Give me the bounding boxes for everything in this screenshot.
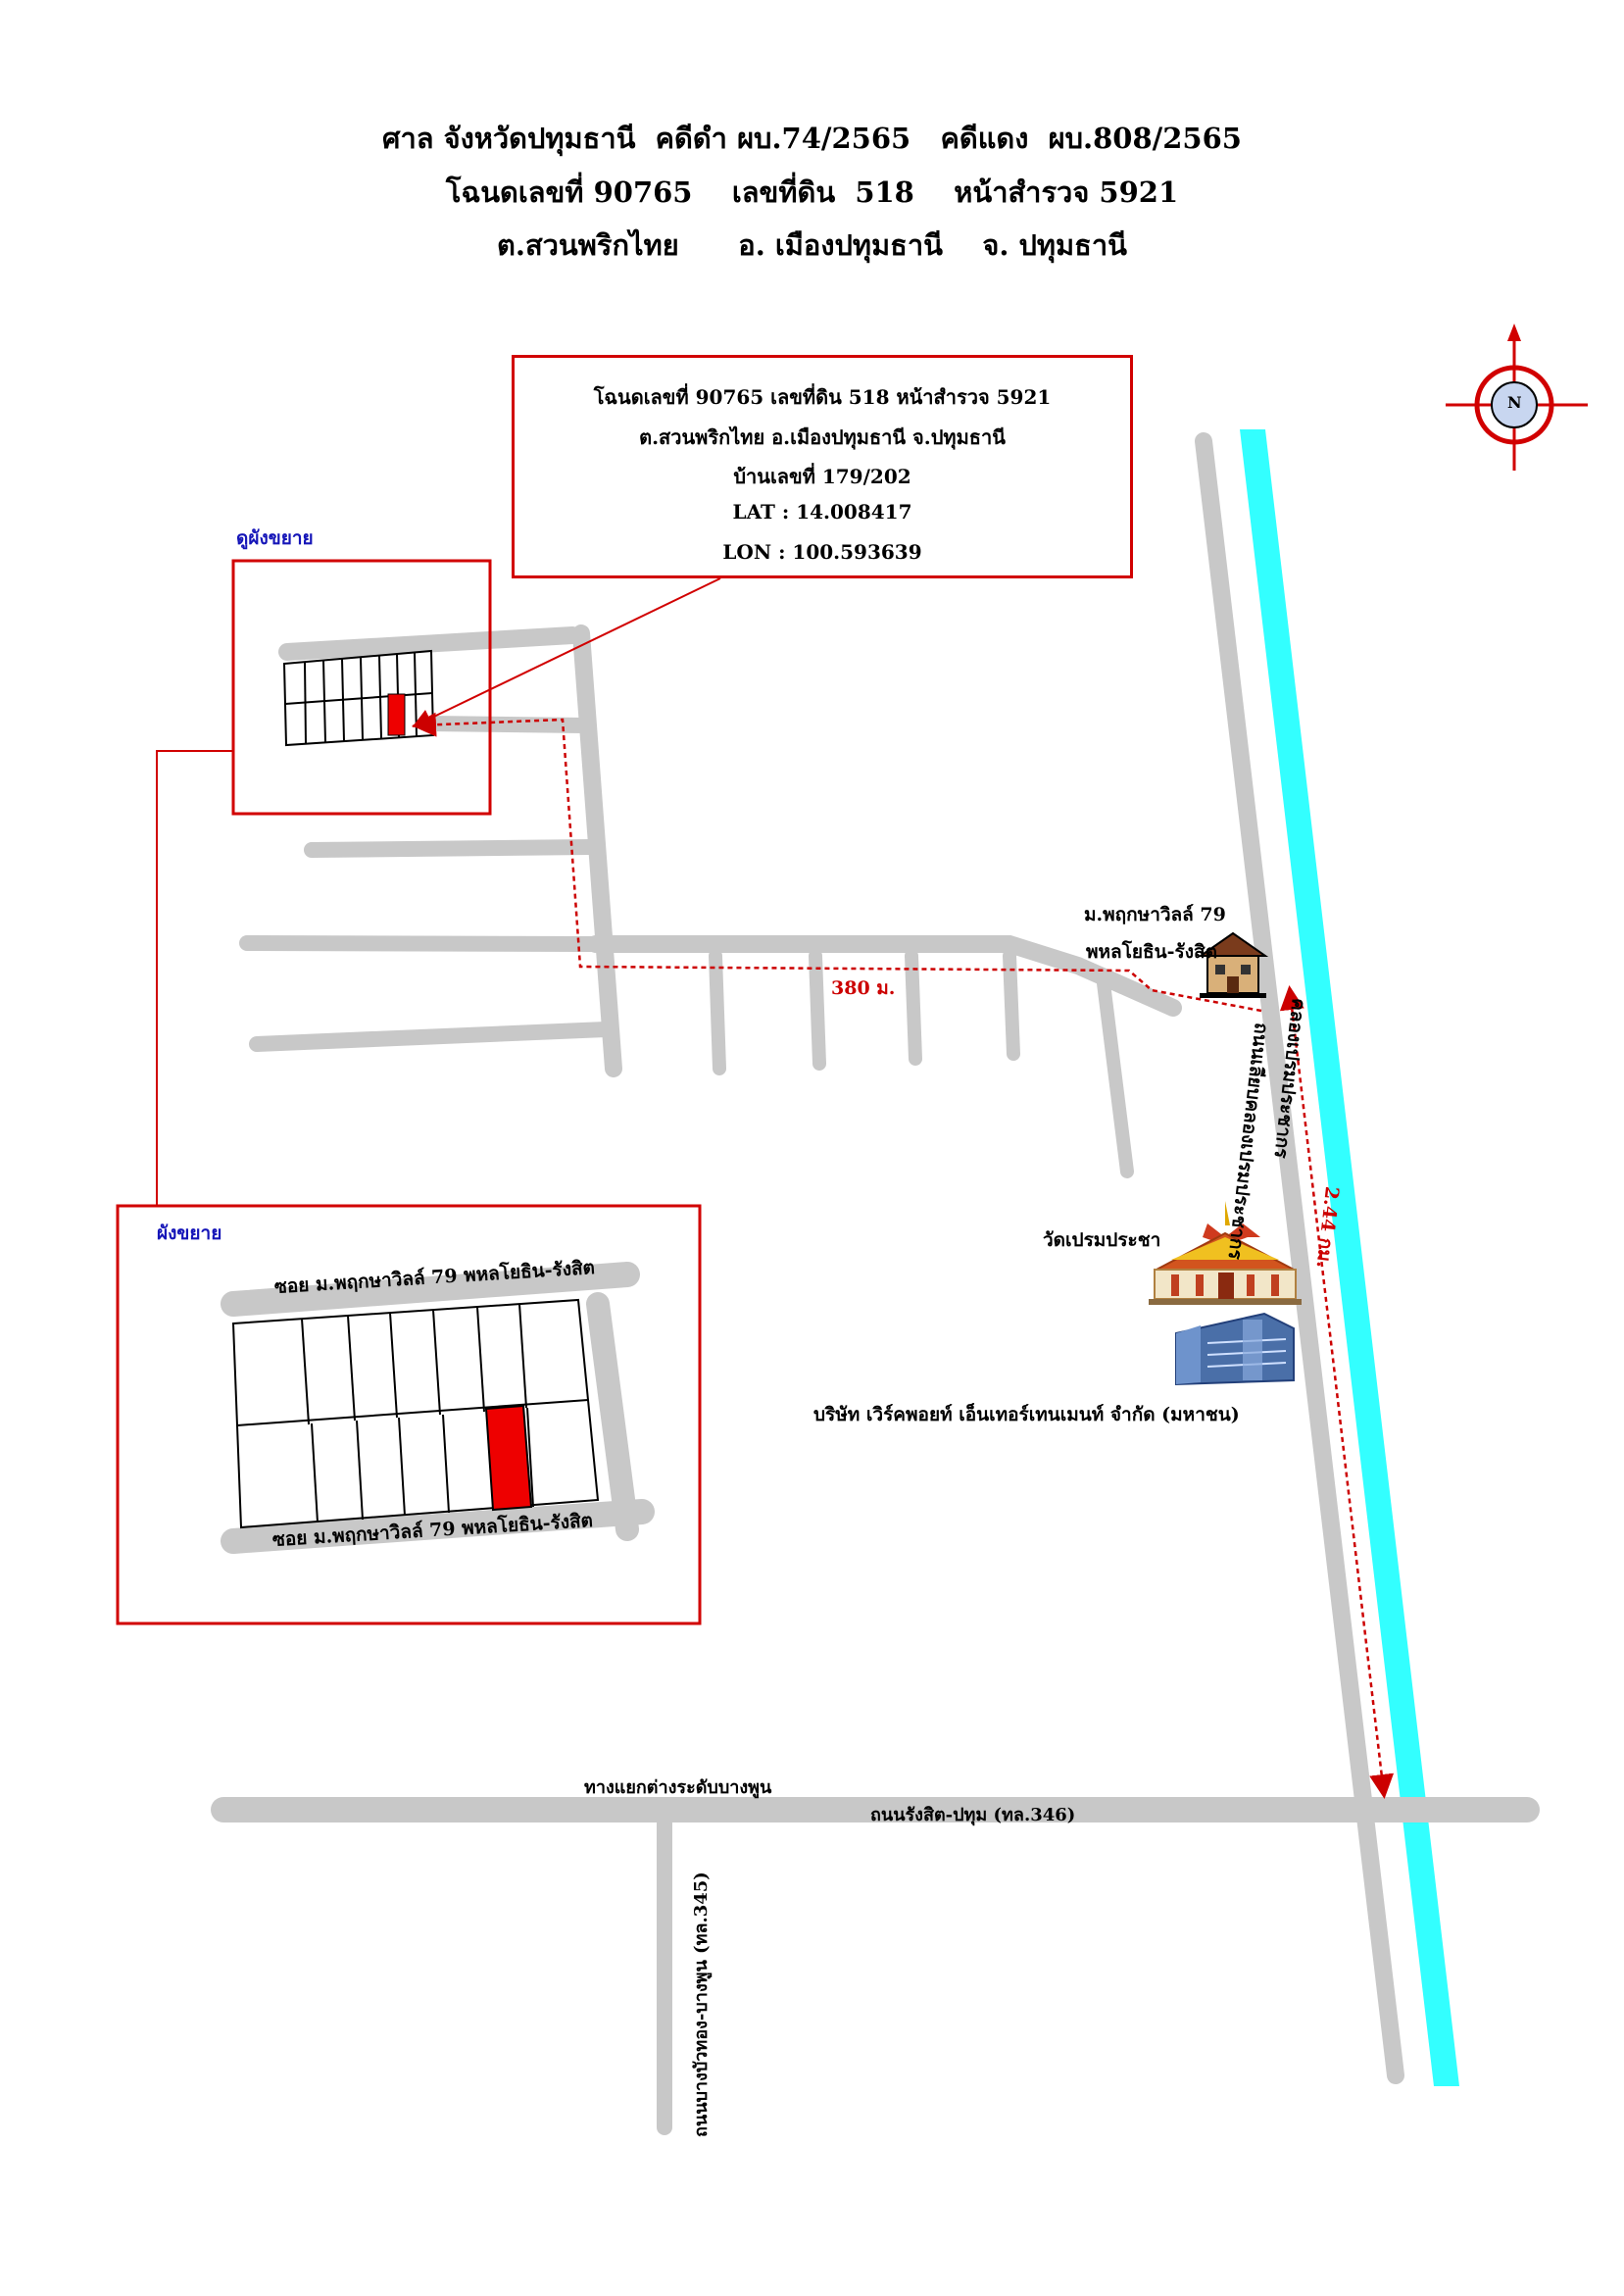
route-244km — [1279, 985, 1395, 1799]
enlarged-frame — [116, 1204, 702, 1625]
interchange-label: ทางแยกต่างระดับบางพูน — [584, 1777, 772, 1798]
frame-connector — [156, 750, 233, 1206]
info-location: ต.สวนพริกไทย อ.เมืองปทุมธานี จ.ปทุมธานี — [639, 425, 1006, 449]
info-house-number: บ้านเลขที่ 179/202 — [733, 465, 911, 488]
info-lon: LON : 100.593639 — [722, 540, 922, 564]
village-lots — [282, 649, 435, 747]
village-road-v3 — [809, 949, 826, 1071]
village-label-2: พหลโยธิน-รังสิต — [1086, 941, 1217, 963]
company-label: บริษัท เวิร์คพอยท์ เอ็นเทอร์เทนเมนท์ จำก… — [813, 1404, 1240, 1425]
village-road-v6 — [1096, 969, 1134, 1178]
compass-icon — [1446, 324, 1588, 471]
distance-380-label: 380 ม. — [831, 977, 896, 999]
building-icon — [1175, 1312, 1295, 1386]
info-deed: โฉนดเลขที่ 90765 เลขที่ดิน 518 หน้าสำรวจ… — [593, 385, 1052, 409]
house-icon — [1197, 931, 1269, 998]
info-lat: LAT : 14.008417 — [732, 500, 912, 524]
enlarged-plan-label: ผังขยาย — [157, 1223, 222, 1244]
overview-frame — [231, 559, 492, 816]
village-main-road — [587, 935, 1182, 1017]
header-line-1: ศาล จังหวัดปทุมธานี คดีดำ ผบ.74/2565 คดี… — [382, 122, 1242, 155]
info-box: โฉนดเลขที่ 90765 เลขที่ดิน 518 หน้าสำรวจ… — [512, 355, 1133, 578]
header-line-3: ต.สวนพริกไทย อ. เมืองปทุมธานี จ. ปทุมธาน… — [497, 228, 1127, 262]
enlarged-soi-top — [221, 1262, 640, 1317]
village-road-h1 — [278, 626, 581, 661]
info-pointer — [412, 577, 721, 728]
temple-label: วัดเปรมประชา — [1043, 1229, 1161, 1251]
rangsit-road-label: ถนนรังสิต-ปทุม (ทล.346) — [870, 1805, 1076, 1825]
village-road-h3 — [304, 839, 598, 858]
village-road-v1 — [572, 624, 622, 1077]
compass-label: N — [1507, 393, 1522, 412]
village-label-1: ม.พฤกษาวิลล์ 79 — [1084, 904, 1226, 925]
bangbuathong-road-label: ถนนบางบัวทอง-บางพูน (ทล.345) — [691, 1872, 712, 2137]
header-line-2: โฉนดเลขที่ 90765 เลขที่ดิน 518 หน้าสำรวจ… — [445, 175, 1179, 209]
village-road-v5 — [1003, 949, 1020, 1061]
enlarged-soi-side — [586, 1292, 639, 1541]
enlarged-lots — [231, 1298, 600, 1529]
village-road-h2 — [420, 716, 592, 733]
village-road-v2 — [709, 949, 726, 1075]
see-enlarged-label: ดูผังขยาย — [236, 527, 314, 549]
subject-plot-small — [387, 693, 406, 736]
route-380m — [412, 712, 1262, 1013]
temple-icon — [1149, 1201, 1302, 1305]
village-road-h4 — [239, 935, 602, 952]
village-road-v4 — [905, 949, 922, 1066]
enlarged-soi-bottom — [221, 1499, 655, 1554]
subject-plot-large — [484, 1404, 533, 1512]
village-road-h5 — [249, 1022, 614, 1052]
